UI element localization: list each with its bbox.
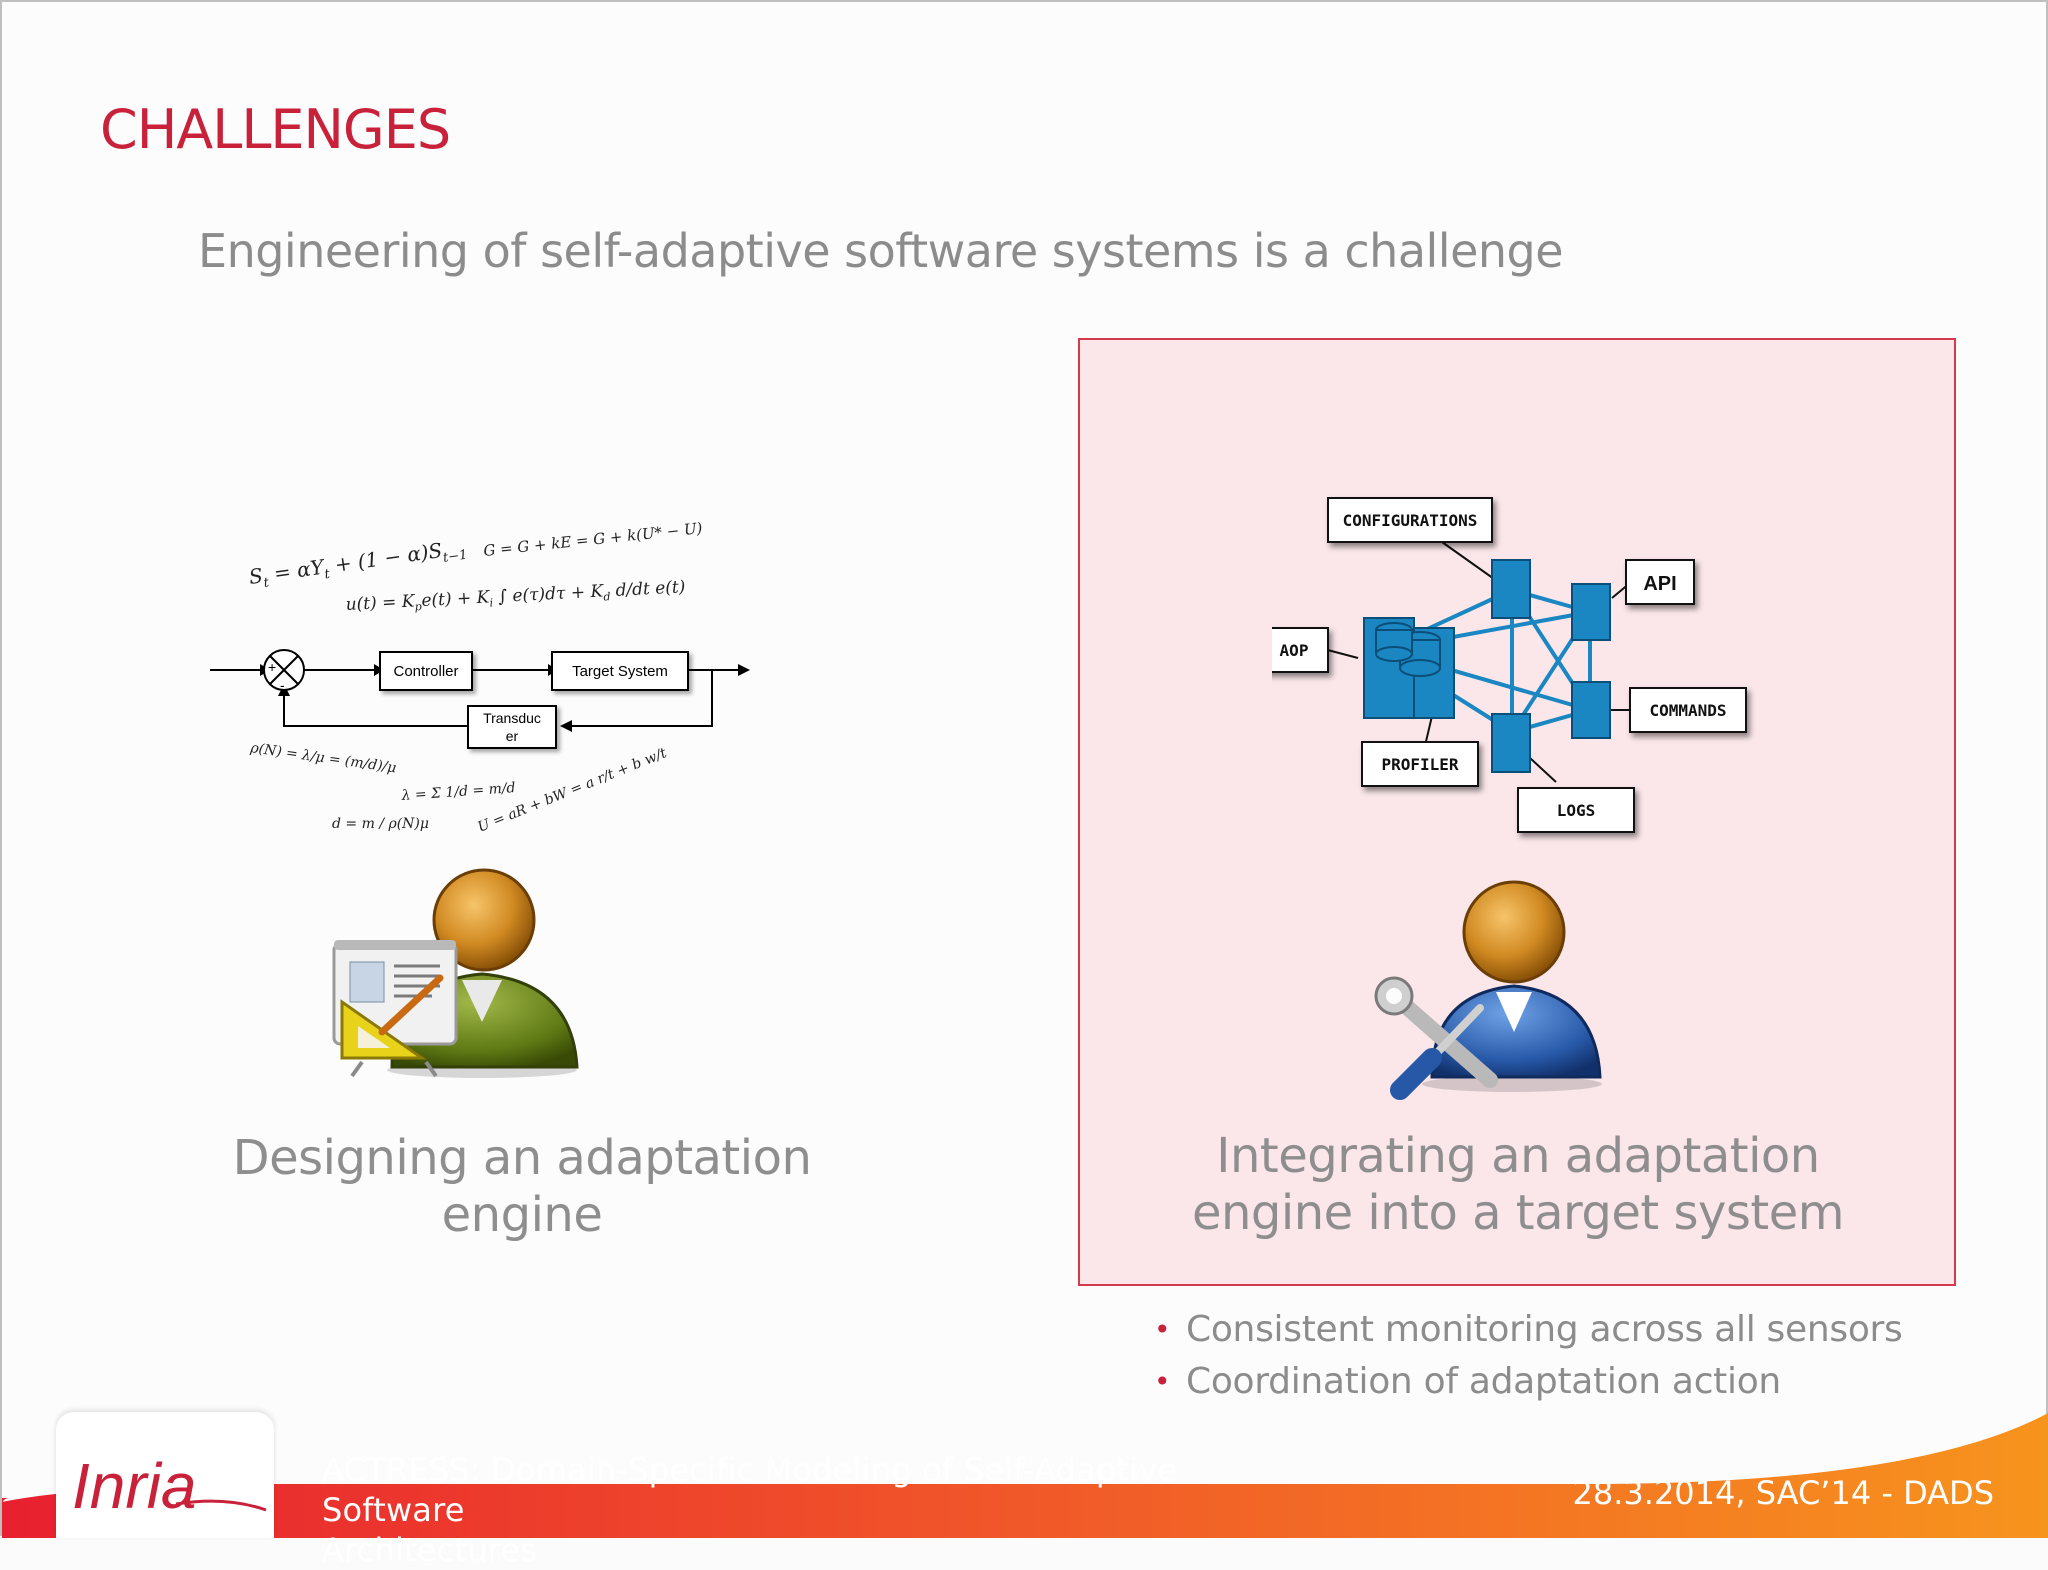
bullet-dot-icon: • <box>1154 1313 1171 1346</box>
slide: CHALLENGES Engineering of self-adaptive … <box>0 0 2048 1538</box>
label-aop: AOP <box>1272 627 1329 673</box>
svg-text:+: + <box>268 659 276 675</box>
integration-diagram: CONFIGURATIONS API AOP COMMANDS PROFILER… <box>1272 497 1747 833</box>
bullet-item: • Consistent monitoring across all sensor… <box>1154 1304 1903 1356</box>
label-api: API <box>1625 559 1695 605</box>
right-caption-line-1: Integrating an adaptation <box>1216 1128 1820 1184</box>
challenge-bullets: • Consistent monitoring across all sensor… <box>1154 1304 1903 1408</box>
transducer-block: Transduc er <box>467 705 557 749</box>
svg-text:G = G + kE = G + k(U* − U): G = G + kE = G + k(U* − U) <box>483 519 704 560</box>
integrator-person-icon <box>1374 880 1602 1100</box>
footer-banner <box>2 1413 2048 1538</box>
inria-logo: Inria <box>56 1412 274 1538</box>
left-caption-line-2: engine <box>441 1187 603 1243</box>
bullet-dot-icon: • <box>1154 1365 1171 1398</box>
inria-logo-text: Inria <box>72 1450 197 1522</box>
label-commands: COMMANDS <box>1629 687 1747 733</box>
transducer-label-2: er <box>506 728 519 744</box>
footer-title-line-2: Architectures <box>322 1531 538 1569</box>
label-profiler: PROFILER <box>1361 741 1479 787</box>
svg-text:λ = Σ 1/d = m/d: λ = Σ 1/d = m/d <box>400 780 516 804</box>
configurations-label: CONFIGURATIONS <box>1343 511 1478 530</box>
target-system-label: Target System <box>572 663 668 680</box>
left-caption-line-1: Designing an adaptation <box>232 1130 812 1186</box>
commands-label: COMMANDS <box>1649 701 1726 720</box>
svg-text:St = αYt + (1 − α)St−1: St = αYt + (1 − α)St−1 <box>247 535 468 593</box>
designer-person-icon <box>332 868 579 1078</box>
left-caption: Designing an adaptation engine <box>182 1130 862 1244</box>
label-logs: LOGS <box>1517 787 1635 833</box>
target-system-block: Target System <box>551 651 689 691</box>
footer-date: 28.3.2014, SAC’14 - DADS <box>1572 1474 1994 1512</box>
profiler-label: PROFILER <box>1381 755 1458 774</box>
bullet-text: Consistent monitoring across all sensors <box>1186 1309 1903 1350</box>
footer-title: ACTRESS: Domain-Specific Modeling of Sel… <box>322 1450 1322 1570</box>
api-label: API <box>1643 573 1676 595</box>
aop-label: AOP <box>1280 641 1309 660</box>
logs-label: LOGS <box>1557 801 1596 820</box>
summing-junction: + - <box>263 649 305 693</box>
svg-text:u(t) = Kpe(t) + Ki ∫ e(τ)dτ +: u(t) = Kpe(t) + Ki ∫ e(τ)dτ + Kd d/dt e(… <box>345 577 686 617</box>
svg-text:d = m / ρ(N)μ: d = m / ρ(N)μ <box>332 816 429 832</box>
wrench-screwdriver-icon <box>1374 976 1498 1100</box>
svg-text:-: - <box>280 677 285 693</box>
slide-title: CHALLENGES <box>100 98 451 161</box>
label-configurations: CONFIGURATIONS <box>1327 497 1493 543</box>
svg-text:ρ(N) = λ/μ = (m/d)/μ: ρ(N) = λ/μ = (m/d)/μ <box>248 740 397 776</box>
right-caption: Integrating an adaptation engine into a … <box>1079 1128 1957 1242</box>
server-icons <box>1363 559 1611 773</box>
inria-logo-mark: Inria <box>72 1450 267 1522</box>
right-caption-line-2: engine into a target system <box>1191 1185 1845 1241</box>
controller-label: Controller <box>393 663 458 680</box>
slide-subtitle: Engineering of self-adaptive software sy… <box>198 224 1564 278</box>
control-loop-diagram: St = αYt + (1 − α)St−1 G = G + kE = G + … <box>210 519 750 836</box>
footer-title-line-1: ACTRESS: Domain-Specific Modeling of Sel… <box>322 1451 1178 1529</box>
transducer-label-1: Transduc <box>483 710 541 726</box>
controller-block: Controller <box>379 651 473 691</box>
bullet-item: • Coordination of adaptation action <box>1154 1356 1903 1408</box>
bullet-text: Coordination of adaptation action <box>1186 1361 1781 1402</box>
